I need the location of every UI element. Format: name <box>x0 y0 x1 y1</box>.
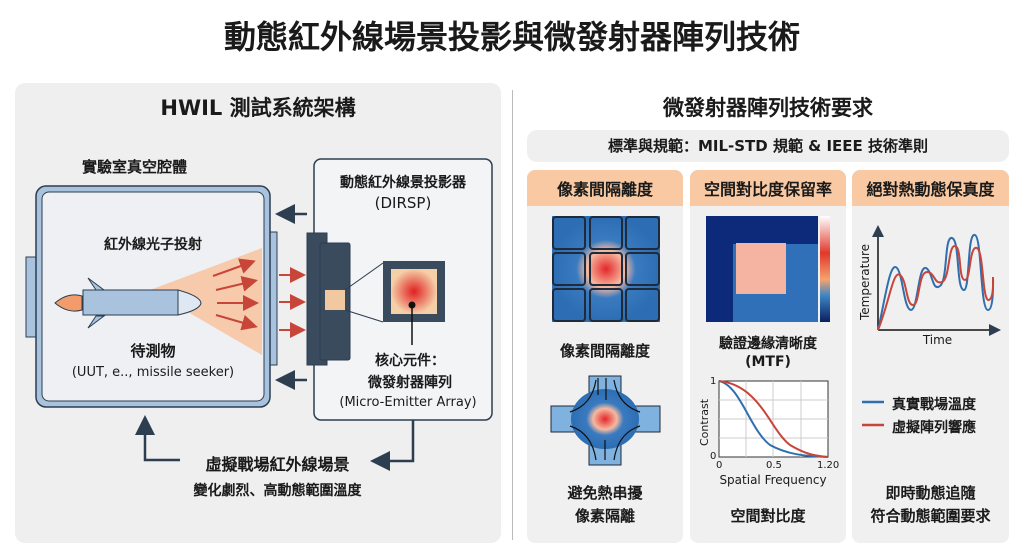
column-fidelity: 絕對熱動態保真度 <box>852 170 1009 543</box>
legend-array: 虛擬陣列響應 <box>892 420 976 436</box>
column-header: 空間對比度保留率 <box>690 170 846 206</box>
fidelity-bottom-2: 符合動態範圍要求 <box>870 507 991 525</box>
column-header: 絕對熱動態保真度 <box>852 170 1009 206</box>
scene-label: 虛擬戰場紅外線場景 <box>205 455 350 474</box>
mtf-ytick: 0 <box>710 451 717 462</box>
mtf-xlabel: Spatial Frequency <box>719 473 827 487</box>
pixel-grid <box>552 216 660 322</box>
mtf-heatmap <box>706 216 830 322</box>
ir-cone <box>150 248 262 355</box>
projector-title: 動態紅外線景投影器 <box>340 175 466 191</box>
isolation-bottom-1: 避免熱串擾 <box>567 484 643 502</box>
series-real-temperature <box>877 233 995 331</box>
requirements-title: 微發射器陣列技術要求 <box>663 96 873 120</box>
mtf-xtick: 1.20 <box>817 460 840 471</box>
chamber-label: 實驗室真空腔體 <box>82 158 188 176</box>
projector-abbr: (DIRSP) <box>374 194 432 212</box>
mtf-ytick: 1 <box>710 376 717 387</box>
legend-real: 真實戰場溫度 <box>892 397 976 413</box>
temperature-chart <box>862 225 1001 427</box>
page-title: 動態紅外線場景投影與微發射器陣列技術 <box>223 18 800 56</box>
temp-ylabel: Temperature <box>858 243 872 320</box>
thermal-crosstalk-icon <box>550 375 661 466</box>
mtf-xtick: 0.5 <box>766 460 782 471</box>
uut-sub: (UUT, e.., missile seeker) <box>71 365 235 380</box>
core-label: 核心元件： <box>375 353 445 369</box>
hwil-title: HWIL 測試系統架構 <box>160 96 356 120</box>
core-name: 微發射器陣列 <box>368 375 452 391</box>
mtf-label-abbr: (MTF) <box>745 354 791 370</box>
temp-xlabel: Time <box>922 333 953 347</box>
scene-arrow-left <box>135 415 180 462</box>
core-en: (Micro-Emitter Array) <box>339 395 477 410</box>
scene-arrow-right <box>370 420 415 471</box>
mtf-label: 驗證邊緣清晰度 <box>719 336 817 352</box>
scene-sub: 變化劇烈、高動態範圍溫度 <box>193 483 362 499</box>
mtf-curve-blue <box>718 380 829 458</box>
hwil-diagram <box>25 158 493 471</box>
column-header: 像素間隔離度 <box>527 170 683 206</box>
standards-bar: 標準與規範：MIL-STD 規範 & IEEE 技術準則 <box>527 130 1009 162</box>
emitter-chip <box>325 290 345 310</box>
colorbar <box>820 216 830 322</box>
photon-arrows <box>212 258 306 338</box>
uut-label: 待測物 <box>130 342 176 360</box>
isolation-bottom-2: 像素隔離 <box>574 507 635 525</box>
series-array-response <box>877 245 995 331</box>
mtf-xtick: 0 <box>716 460 723 471</box>
divider <box>512 90 513 540</box>
photon-label: 紅外線光子投射 <box>104 237 202 253</box>
missile-icon <box>54 277 202 329</box>
isolation-label: 像素間隔離度 <box>559 342 650 360</box>
mtf-ylabel: Contrast <box>698 398 711 446</box>
contrast-bottom: 空間對比度 <box>730 507 806 525</box>
fidelity-bottom-1: 即時動態追隨 <box>885 484 976 502</box>
mtf-chart <box>718 380 829 458</box>
mtf-curve-red <box>718 380 829 458</box>
